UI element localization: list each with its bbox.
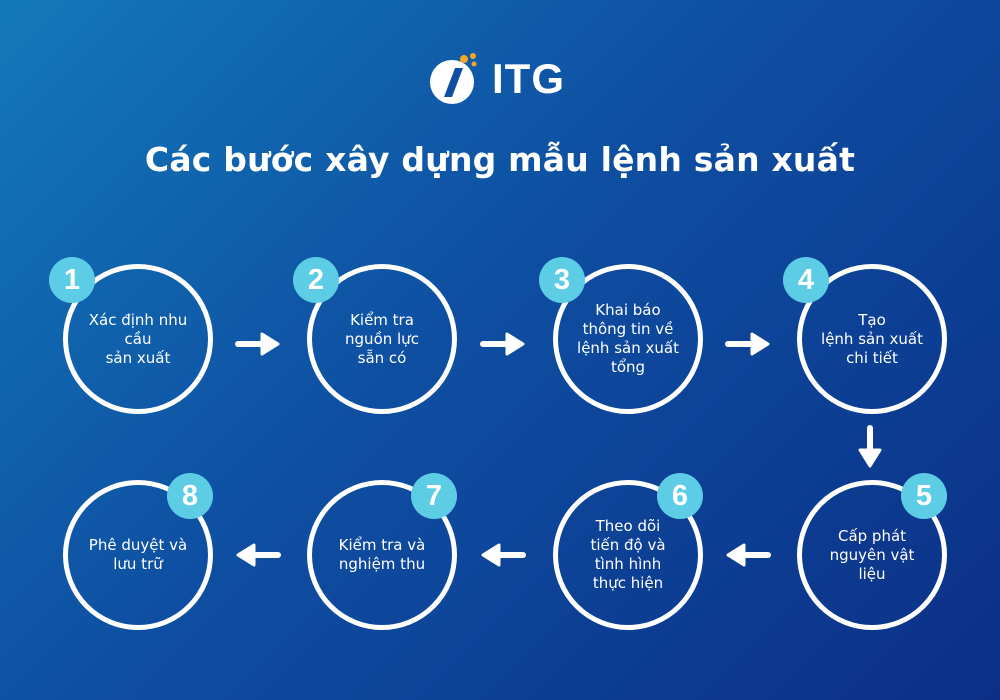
step-ring: [553, 264, 703, 414]
itg-logo: ITG: [428, 48, 578, 110]
arrow-right-icon: [725, 332, 770, 356]
step-number-badge: 7: [411, 473, 457, 519]
step-7: 7 Kiểm tra và nghiệm thu: [307, 473, 457, 630]
step-8: 8 Phê duyệt và lưu trữ: [63, 473, 213, 630]
page-title: Các bước xây dựng mẫu lệnh sản xuất: [144, 140, 856, 179]
arrow-left-icon: [236, 543, 281, 567]
arrow-right-icon: [235, 332, 280, 356]
logo-text: ITG: [492, 55, 565, 102]
step-ring: [307, 480, 457, 630]
step-label: Phê duyệt và lưu trữ: [88, 536, 188, 573]
step-label: Tạo lệnh sản xuất chi tiết: [821, 310, 923, 367]
step-4: 4 Tạo lệnh sản xuất chi tiết: [783, 257, 947, 414]
step-label: Xác định nhu cầu sản xuất: [88, 310, 188, 367]
step-number-badge: 1: [49, 257, 95, 303]
step-label: Cấp phát nguyên vật liệu: [829, 526, 915, 583]
step-label: Theo dõi tiến độ và tình hình thực hiện: [590, 517, 666, 592]
step-1: 1 Xác định nhu cầu sản xuất: [49, 257, 213, 414]
step-3: 3 Khai báo thông tin về lệnh sản xuất tổ…: [539, 257, 703, 414]
step-ring: [797, 264, 947, 414]
step-number-badge: 8: [167, 473, 213, 519]
arrow-down-icon: [858, 425, 882, 468]
step-label: Kiểm tra và nghiệm thu: [338, 536, 426, 573]
step-2: 2 Kiểm tra nguồn lực sẵn có: [293, 257, 457, 414]
step-label: Khai báo thông tin về lệnh sản xuất tổng: [577, 301, 679, 376]
step-number-badge: 2: [293, 257, 339, 303]
step-number-badge: 6: [657, 473, 703, 519]
arrow-left-icon: [726, 543, 771, 567]
step-number-badge: 3: [539, 257, 585, 303]
step-ring: [63, 264, 213, 414]
itg-logo-icon: [430, 53, 477, 104]
step-6: 6 Theo dõi tiến độ và tình hình thực hiệ…: [553, 473, 703, 630]
step-label: Kiểm tra nguồn lực sẵn có: [345, 310, 419, 367]
step-ring: [553, 480, 703, 630]
step-5: 5 Cấp phát nguyên vật liệu: [797, 473, 947, 630]
step-number-badge: 5: [901, 473, 947, 519]
step-ring: [307, 264, 457, 414]
arrow-left-icon: [481, 543, 526, 567]
step-ring: [797, 480, 947, 630]
arrow-right-icon: [480, 332, 525, 356]
step-number-badge: 4: [783, 257, 829, 303]
step-ring: [63, 480, 213, 630]
